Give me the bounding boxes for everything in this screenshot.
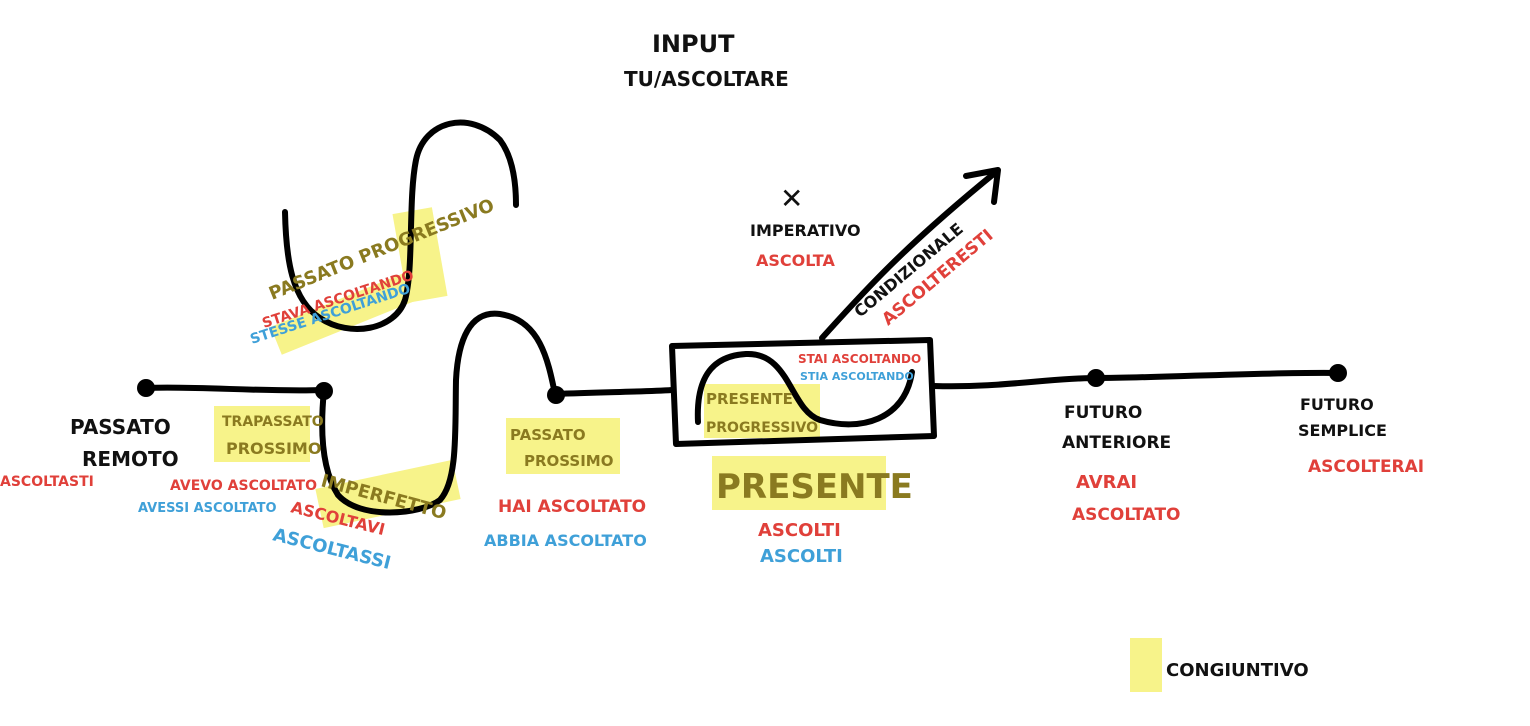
passato-prossimo-label-2: PROSSIMO [524, 452, 614, 470]
passato-remoto-indicative: ASCOLTASTI [0, 474, 94, 490]
timeline-right [931, 369, 1341, 390]
futuro-anteriore-label-1: FUTURO [1064, 403, 1142, 423]
highlight-presente-progressivo [704, 384, 820, 438]
presente-progressivo-indicative: STAI ASCOLTANDO [798, 352, 921, 366]
imperative-label: IMPERATIVO [750, 221, 861, 240]
trapassato-indicative: AVEVO ASCOLTATO [170, 478, 317, 494]
highlight-presente [712, 456, 886, 510]
highlight-passato-progressivo [270, 263, 440, 355]
trapassato-subjunctive: AVESSI ASCOLTATO [138, 501, 277, 516]
presente-label: PRESENTE [716, 467, 913, 507]
timeline-left [143, 384, 327, 394]
futuro-semplice-label-1: FUTURO [1300, 395, 1374, 414]
dot-futuro-semplice [1329, 364, 1347, 382]
conditional-arrow [819, 169, 999, 341]
dot-passato-prossimo [547, 386, 565, 404]
highlight-trapassato [214, 406, 310, 462]
imperative-form: ASCOLTA [756, 251, 835, 270]
futuro-semplice-form: ASCOLTERAI [1308, 457, 1424, 477]
dot-passato-remoto [137, 379, 155, 397]
futuro-anteriore-label-2: ANTERIORE [1062, 433, 1171, 453]
legend-swatch [1130, 638, 1162, 692]
presente-progressivo-label-2: PROGRESSIVO [706, 420, 818, 436]
presente-subjunctive: ASCOLTI [760, 546, 843, 567]
trapassato-label-2: PROSSIMO [226, 439, 321, 458]
presente-progressivo-wave [694, 350, 915, 428]
presente-indicative: ASCOLTI [758, 520, 841, 541]
passato-prossimo-subjunctive: ABBIA ASCOLTATO [484, 531, 647, 550]
dot-futuro-anteriore [1087, 369, 1105, 387]
futuro-semplice-label-2: SEMPLICE [1298, 421, 1387, 440]
futuro-anteriore-form-1: AVRAI [1076, 472, 1137, 493]
imperfetto-loop [319, 310, 558, 516]
passato-progressivo-loop [282, 119, 519, 332]
dot-trapassato [315, 382, 333, 400]
passato-prossimo-indicative: HAI ASCOLTATO [498, 497, 646, 517]
conditional-arrowhead [963, 167, 1001, 205]
timeline-middle [553, 387, 675, 397]
highlight-imperfetto [315, 459, 461, 529]
presente-progressivo-label-1: PRESENTE [706, 390, 793, 408]
diagram-subtitle: TU/ASCOLTARE [624, 67, 789, 91]
passato-remoto-label-2: REMOTO [82, 447, 179, 471]
presente-box [669, 337, 937, 447]
highlight-passato-prossimo [506, 418, 620, 474]
diagram-title: INPUT [652, 30, 735, 58]
passato-prossimo-label-1: PASSATO [510, 426, 586, 444]
passato-remoto-label-1: PASSATO [70, 415, 171, 439]
legend-label: CONGIUNTIVO [1166, 660, 1309, 681]
imperative-x-mark: ✕ [780, 182, 803, 215]
futuro-anteriore-form-2: ASCOLTATO [1072, 505, 1181, 525]
presente-progressivo-subjunctive: STIA ASCOLTANDO [800, 370, 914, 383]
trapassato-label-1: TRAPASSATO [222, 414, 324, 430]
